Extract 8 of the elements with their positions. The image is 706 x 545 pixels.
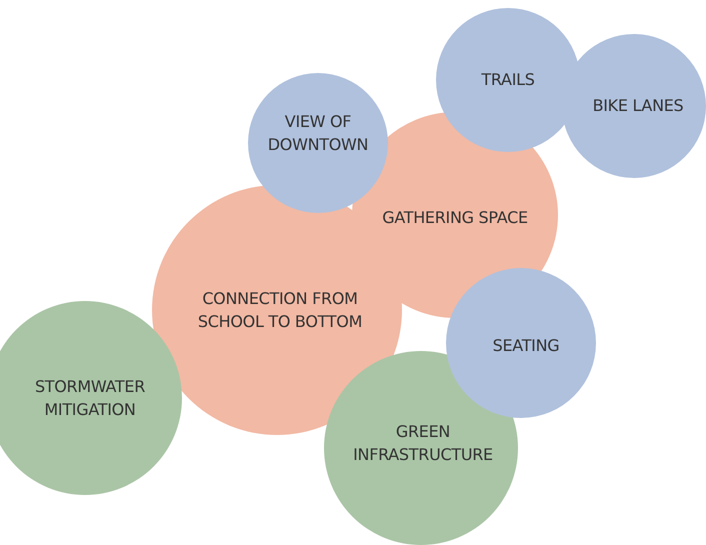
- bubble-label: VIEW OF DOWNTOWN: [266, 110, 370, 156]
- bubble-label: TRAILS: [481, 69, 535, 92]
- bubble-label: STORMWATER MITIGATION: [34, 376, 146, 421]
- bubble-label: SEATING: [492, 335, 560, 358]
- bubble-label: GREEN INFRASTRUCTURE: [352, 420, 494, 466]
- bubble-label: GATHERING SPACE: [382, 207, 528, 230]
- bubble-label: CONNECTION FROM SCHOOL TO BOTTOM: [196, 288, 364, 333]
- bubble-label: BIKE LANES: [592, 95, 684, 118]
